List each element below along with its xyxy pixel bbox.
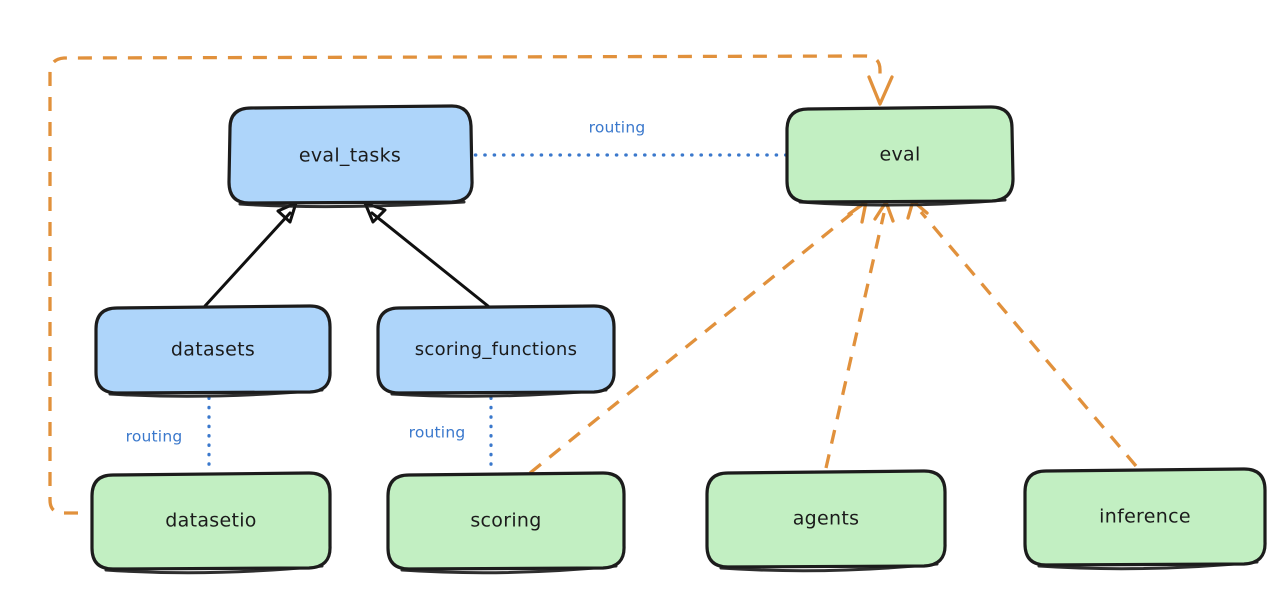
node-eval-tasks-shadow [238, 200, 466, 209]
edge-scoringfn-evaltasks [363, 201, 490, 308]
edge-label-layer: routing routing routing [126, 119, 646, 446]
node-eval-tasks[interactable]: eval_tasks [227, 104, 474, 209]
node-agents-shape [705, 469, 947, 569]
node-scoring-shape [386, 471, 626, 571]
node-scoring[interactable]: scoring [386, 471, 626, 575]
edge-datasetio-eval-arrowhead [867, 75, 894, 106]
node-datasetio-label: datasetio [165, 510, 256, 532]
node-scoring-functions-shape [376, 304, 616, 395]
edge-scoring-eval-path [528, 208, 858, 475]
node-datasetio[interactable]: datasetio [90, 471, 332, 575]
node-inference[interactable]: inference [1023, 467, 1267, 571]
node-scoring-functions[interactable]: scoring_functions [376, 304, 616, 398]
edge-datasets-evaltasks-path [203, 211, 292, 308]
node-agents[interactable]: agents [705, 469, 947, 573]
edge-agents-eval-path [824, 212, 886, 469]
node-inference-shape [1023, 467, 1267, 567]
edge-scoringfn-evaltasks-path [370, 211, 490, 308]
node-layer: eval_tasks eval datasets scoring_functio… [90, 104, 1267, 575]
edge-datasetio-eval-path [48, 54, 882, 515]
node-agents-label: agents [793, 508, 860, 530]
node-eval[interactable]: eval [785, 105, 1015, 207]
edge-datasets-evaltasks [203, 201, 298, 308]
edge-inference-eval-path [919, 210, 1138, 468]
edge-label-routing-datasetio: routing [126, 428, 183, 446]
node-datasetio-shape [90, 471, 332, 571]
node-scoring-label: scoring [470, 510, 541, 532]
edge-datasetio-eval [48, 54, 894, 515]
edge-agents-eval [824, 200, 895, 469]
edge-inference-eval [906, 199, 1138, 468]
node-eval-tasks-label: eval_tasks [299, 145, 401, 167]
node-eval-label: eval [879, 144, 920, 166]
node-eval-tasks-shape [227, 104, 474, 205]
node-datasets-label: datasets [171, 339, 255, 361]
node-scoring-functions-label: scoring_functions [415, 339, 578, 360]
edge-label-routing-scoring: routing [409, 424, 466, 442]
node-inference-label: inference [1099, 506, 1191, 528]
node-datasets[interactable]: datasets [94, 304, 332, 398]
node-datasets-shape [94, 304, 332, 395]
edge-label-routing-eval: routing [589, 119, 646, 137]
node-eval-shape [785, 105, 1015, 204]
